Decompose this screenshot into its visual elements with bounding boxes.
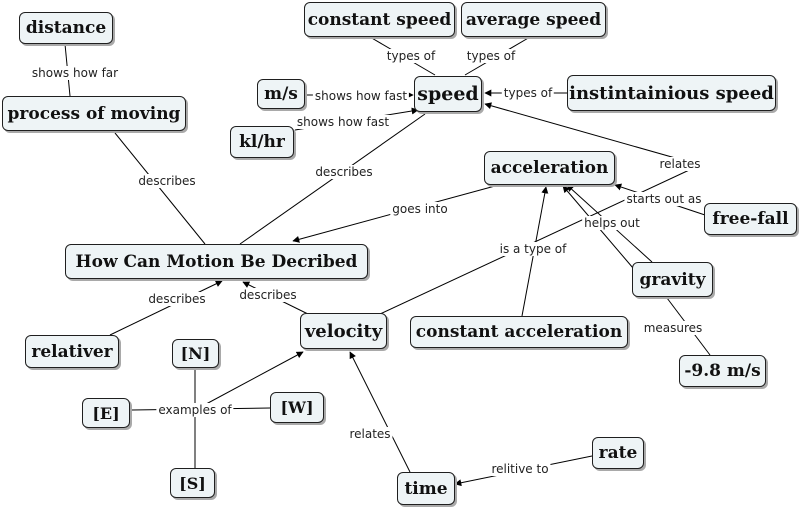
link-label-measures: measures <box>641 321 705 335</box>
node-constant-acceleration[interactable]: constant acceleration <box>410 316 628 348</box>
line-time-velocity <box>349 351 411 473</box>
node-acceleration[interactable]: acceleration <box>484 151 615 185</box>
link-label-describes-process: describes <box>136 174 198 188</box>
node-negative-9-8[interactable]: -9.8 m/s <box>679 355 766 387</box>
node-distance[interactable]: distance <box>19 12 113 44</box>
link-label-types-of-instant: types of <box>501 86 555 100</box>
link-label-shows-how-fast-klhr: shows how fast <box>294 115 392 129</box>
link-label-shows-how-far: shows how far <box>29 66 121 80</box>
link-label-starts-out-as: starts out as <box>624 192 704 206</box>
line-velocity-relates <box>379 164 701 315</box>
link-label-examples-of: examples of <box>156 403 234 417</box>
link-label-describes-velocity: describes <box>237 288 299 302</box>
link-label-relitive-to: relitive to <box>489 462 551 476</box>
link-label-shows-how-fast-ms: shows how fast <box>312 89 410 103</box>
node-how-can-motion-be-described[interactable]: How Can Motion Be Decribed <box>65 244 368 279</box>
node-process-of-moving[interactable]: process of moving <box>2 96 186 131</box>
link-label-describes-relativer: describes <box>146 292 208 306</box>
link-label-types-of-average: types of <box>464 49 518 63</box>
link-label-relates-time: relates <box>347 427 393 441</box>
node-constant-speed[interactable]: constant speed <box>304 2 455 37</box>
link-label-relates-velocity-speed: relates <box>657 157 703 171</box>
node-relativer[interactable]: relativer <box>25 335 119 368</box>
node-average-speed[interactable]: average speed <box>461 2 606 37</box>
node-south[interactable]: [S] <box>170 468 215 498</box>
node-north[interactable]: [N] <box>172 339 219 368</box>
node-speed[interactable]: speed <box>414 76 482 112</box>
node-kl-per-hr[interactable]: kl/hr <box>230 126 294 158</box>
link-label-types-of-constant: types of <box>384 49 438 63</box>
node-m-per-s[interactable]: m/s <box>257 79 305 109</box>
node-free-fall[interactable]: free-fall <box>704 203 797 235</box>
node-time[interactable]: time <box>397 472 455 505</box>
node-gravity[interactable]: gravity <box>632 262 713 297</box>
line-relates-speed <box>484 102 701 166</box>
line-howcan-speed <box>239 113 426 245</box>
node-instantaneous-speed[interactable]: instintainious speed <box>567 75 776 111</box>
node-rate[interactable]: rate <box>592 437 644 469</box>
line-process-howcan <box>114 132 206 245</box>
node-west[interactable]: [W] <box>270 392 324 423</box>
line-examples-velocity <box>194 351 304 411</box>
node-velocity[interactable]: velocity <box>300 313 387 349</box>
link-label-describes-speed: describes <box>313 165 375 179</box>
link-label-goes-into: goes into <box>390 202 450 216</box>
line-relativer-howcan <box>109 280 223 336</box>
node-east[interactable]: [E] <box>82 398 130 428</box>
link-label-helps-out: helps out <box>582 216 642 230</box>
link-label-is-a-type-of: is a type of <box>497 242 569 256</box>
